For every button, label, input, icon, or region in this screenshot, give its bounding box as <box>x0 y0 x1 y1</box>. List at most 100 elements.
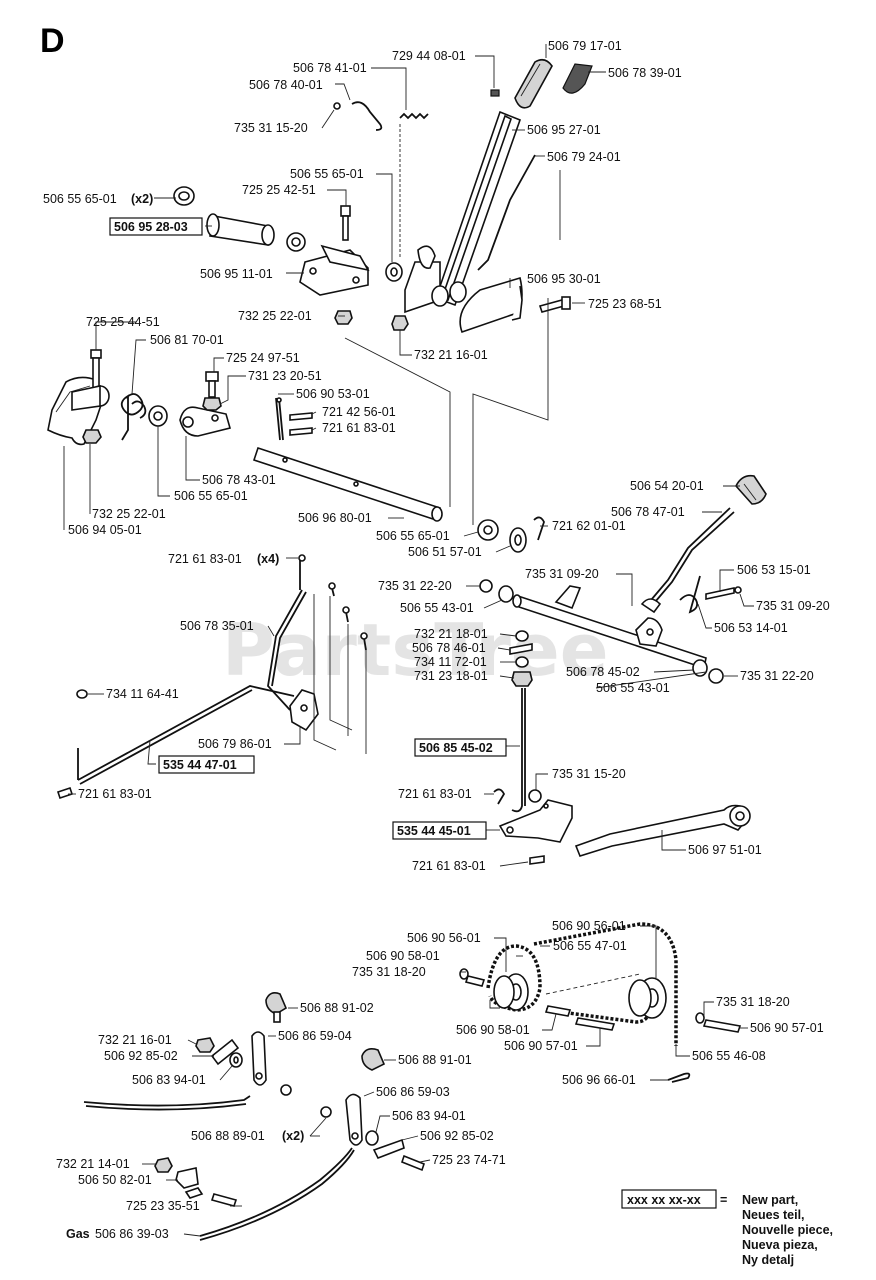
part-label: 725 24 97-51 <box>226 351 300 365</box>
part-label: 735 31 18-20 <box>716 995 790 1009</box>
gas-label: Gas <box>66 1227 90 1241</box>
part-label: 506 95 11-01 <box>200 267 273 281</box>
part-label: 506 51 57-01 <box>408 545 482 559</box>
part-label: 506 88 91-02 <box>300 1001 374 1015</box>
new-part-box <box>414 738 507 757</box>
part-label: 506 78 47-01 <box>611 505 685 519</box>
legend-line: Nouvelle piece, <box>742 1223 833 1237</box>
handle-assembly <box>173 58 593 525</box>
part-label: 734 11 64-41 <box>106 687 179 701</box>
part-label: 725 25 44-51 <box>86 315 160 329</box>
throttle-assembly <box>83 992 425 1241</box>
part-label: 506 90 56-01 <box>407 931 481 945</box>
part-label: 732 21 16-01 <box>414 348 488 362</box>
legend-line: Ny detalj <box>742 1253 794 1267</box>
shift-shaft-assembly <box>477 474 767 865</box>
quantity-x2: (x2) <box>131 192 153 206</box>
part-label: 506 78 40-01 <box>249 78 323 92</box>
part-label: 729 44 08-01 <box>392 49 466 63</box>
part-label: 506 54 20-01 <box>630 479 704 493</box>
part-label: 506 78 39-01 <box>608 66 682 80</box>
part-label: 735 31 09-20 <box>525 567 599 581</box>
legend: xxx xx xx-xx = New part, Neues teil, Nou… <box>621 1189 833 1267</box>
part-label: 506 78 35-01 <box>180 619 254 633</box>
part-label: 506 95 30-01 <box>527 272 601 286</box>
part-label: 506 90 58-01 <box>366 949 440 963</box>
part-label: 506 78 41-01 <box>293 61 367 75</box>
part-label-new: 535 44 45-01 <box>397 824 471 838</box>
watermark: PartsTree <box>222 608 609 692</box>
part-label: 506 86 59-04 <box>278 1029 352 1043</box>
legend-line: New part, <box>742 1193 798 1207</box>
part-label-new: 535 44 47-01 <box>163 758 237 772</box>
part-label: 506 92 85-02 <box>104 1049 178 1063</box>
part-label: 506 90 57-01 <box>504 1039 578 1053</box>
chain-drive-assembly <box>459 922 742 1083</box>
part-label: 506 55 46-08 <box>692 1049 766 1063</box>
part-label: 506 90 58-01 <box>456 1023 530 1037</box>
part-label: 506 86 39-03 <box>95 1227 169 1241</box>
part-label: 506 78 46-01 <box>412 641 486 655</box>
part-label: 506 79 17-01 <box>548 39 622 53</box>
part-label: 725 23 74-71 <box>432 1153 506 1167</box>
part-label: 725 23 35-51 <box>126 1199 200 1213</box>
part-label: 721 62 01-01 <box>552 519 626 533</box>
part-label: 506 83 94-01 <box>132 1073 206 1087</box>
part-label: 731 23 18-01 <box>414 669 488 683</box>
part-label-new: 506 95 28-03 <box>114 220 188 234</box>
part-label: 732 21 18-01 <box>414 627 488 641</box>
part-label: 506 81 70-01 <box>150 333 224 347</box>
legend-key: xxx xx xx-xx <box>627 1193 701 1207</box>
part-label: 721 61 83-01 <box>412 859 486 873</box>
part-label: 732 25 22-01 <box>92 507 166 521</box>
legend-line: Nueva pieza, <box>742 1238 818 1252</box>
legend-equals: = <box>720 1193 727 1207</box>
part-label: 721 61 83-01 <box>322 421 396 435</box>
part-label: 506 90 57-01 <box>750 1021 824 1035</box>
new-part-box <box>109 217 203 236</box>
part-label: 506 55 65-01 <box>174 489 248 503</box>
part-label: 735 31 22-20 <box>740 669 814 683</box>
part-label: 506 96 66-01 <box>562 1073 636 1087</box>
part-label: 506 88 91-01 <box>398 1053 472 1067</box>
part-label: 506 78 45-02 <box>566 665 640 679</box>
part-label: 506 55 47-01 <box>553 939 627 953</box>
part-label: 506 55 65-01 <box>43 192 117 206</box>
part-label: 506 90 56-01 <box>552 919 626 933</box>
section-letter: D <box>40 22 65 60</box>
part-label: 506 86 59-03 <box>376 1085 450 1099</box>
part-label: 506 50 82-01 <box>78 1173 152 1187</box>
new-part-box <box>392 821 487 840</box>
part-label: 506 55 43-01 <box>596 681 670 695</box>
part-label: 725 23 68-51 <box>588 297 662 311</box>
linkage-rods <box>56 554 368 800</box>
part-label: 506 53 14-01 <box>714 621 788 635</box>
brake-bracket-assembly <box>47 337 451 522</box>
part-label: 506 96 80-01 <box>298 511 372 525</box>
part-label: 721 61 83-01 <box>398 787 472 801</box>
part-label: 506 97 51-01 <box>688 843 762 857</box>
part-label: 731 23 20-51 <box>248 369 322 383</box>
part-label: 725 25 42-51 <box>242 183 316 197</box>
part-label: 721 61 83-01 <box>168 552 242 566</box>
part-label: 506 83 94-01 <box>392 1109 466 1123</box>
part-label: 735 31 09-20 <box>756 599 830 613</box>
part-label: 506 79 86-01 <box>198 737 272 751</box>
part-label: 732 21 16-01 <box>98 1033 172 1047</box>
part-label: 735 31 18-20 <box>352 965 426 979</box>
new-part-box <box>158 755 255 774</box>
part-label: 735 31 22-20 <box>378 579 452 593</box>
part-label: 506 79 24-01 <box>547 150 621 164</box>
part-label: 735 31 15-20 <box>234 121 308 135</box>
part-label-new: 506 85 45-02 <box>419 741 493 755</box>
legend-line: Neues teil, <box>742 1208 805 1222</box>
part-label: 734 11 72-01 <box>414 655 487 669</box>
part-label: 506 94 05-01 <box>68 523 142 537</box>
part-label: 506 53 15-01 <box>737 563 811 577</box>
part-label: 506 78 43-01 <box>202 473 276 487</box>
part-label: 721 42 56-01 <box>322 405 396 419</box>
legend-key-box <box>621 1189 717 1209</box>
part-label: 506 55 65-01 <box>376 529 450 543</box>
part-label: 721 61 83-01 <box>78 787 152 801</box>
part-label: 506 92 85-02 <box>420 1129 494 1143</box>
